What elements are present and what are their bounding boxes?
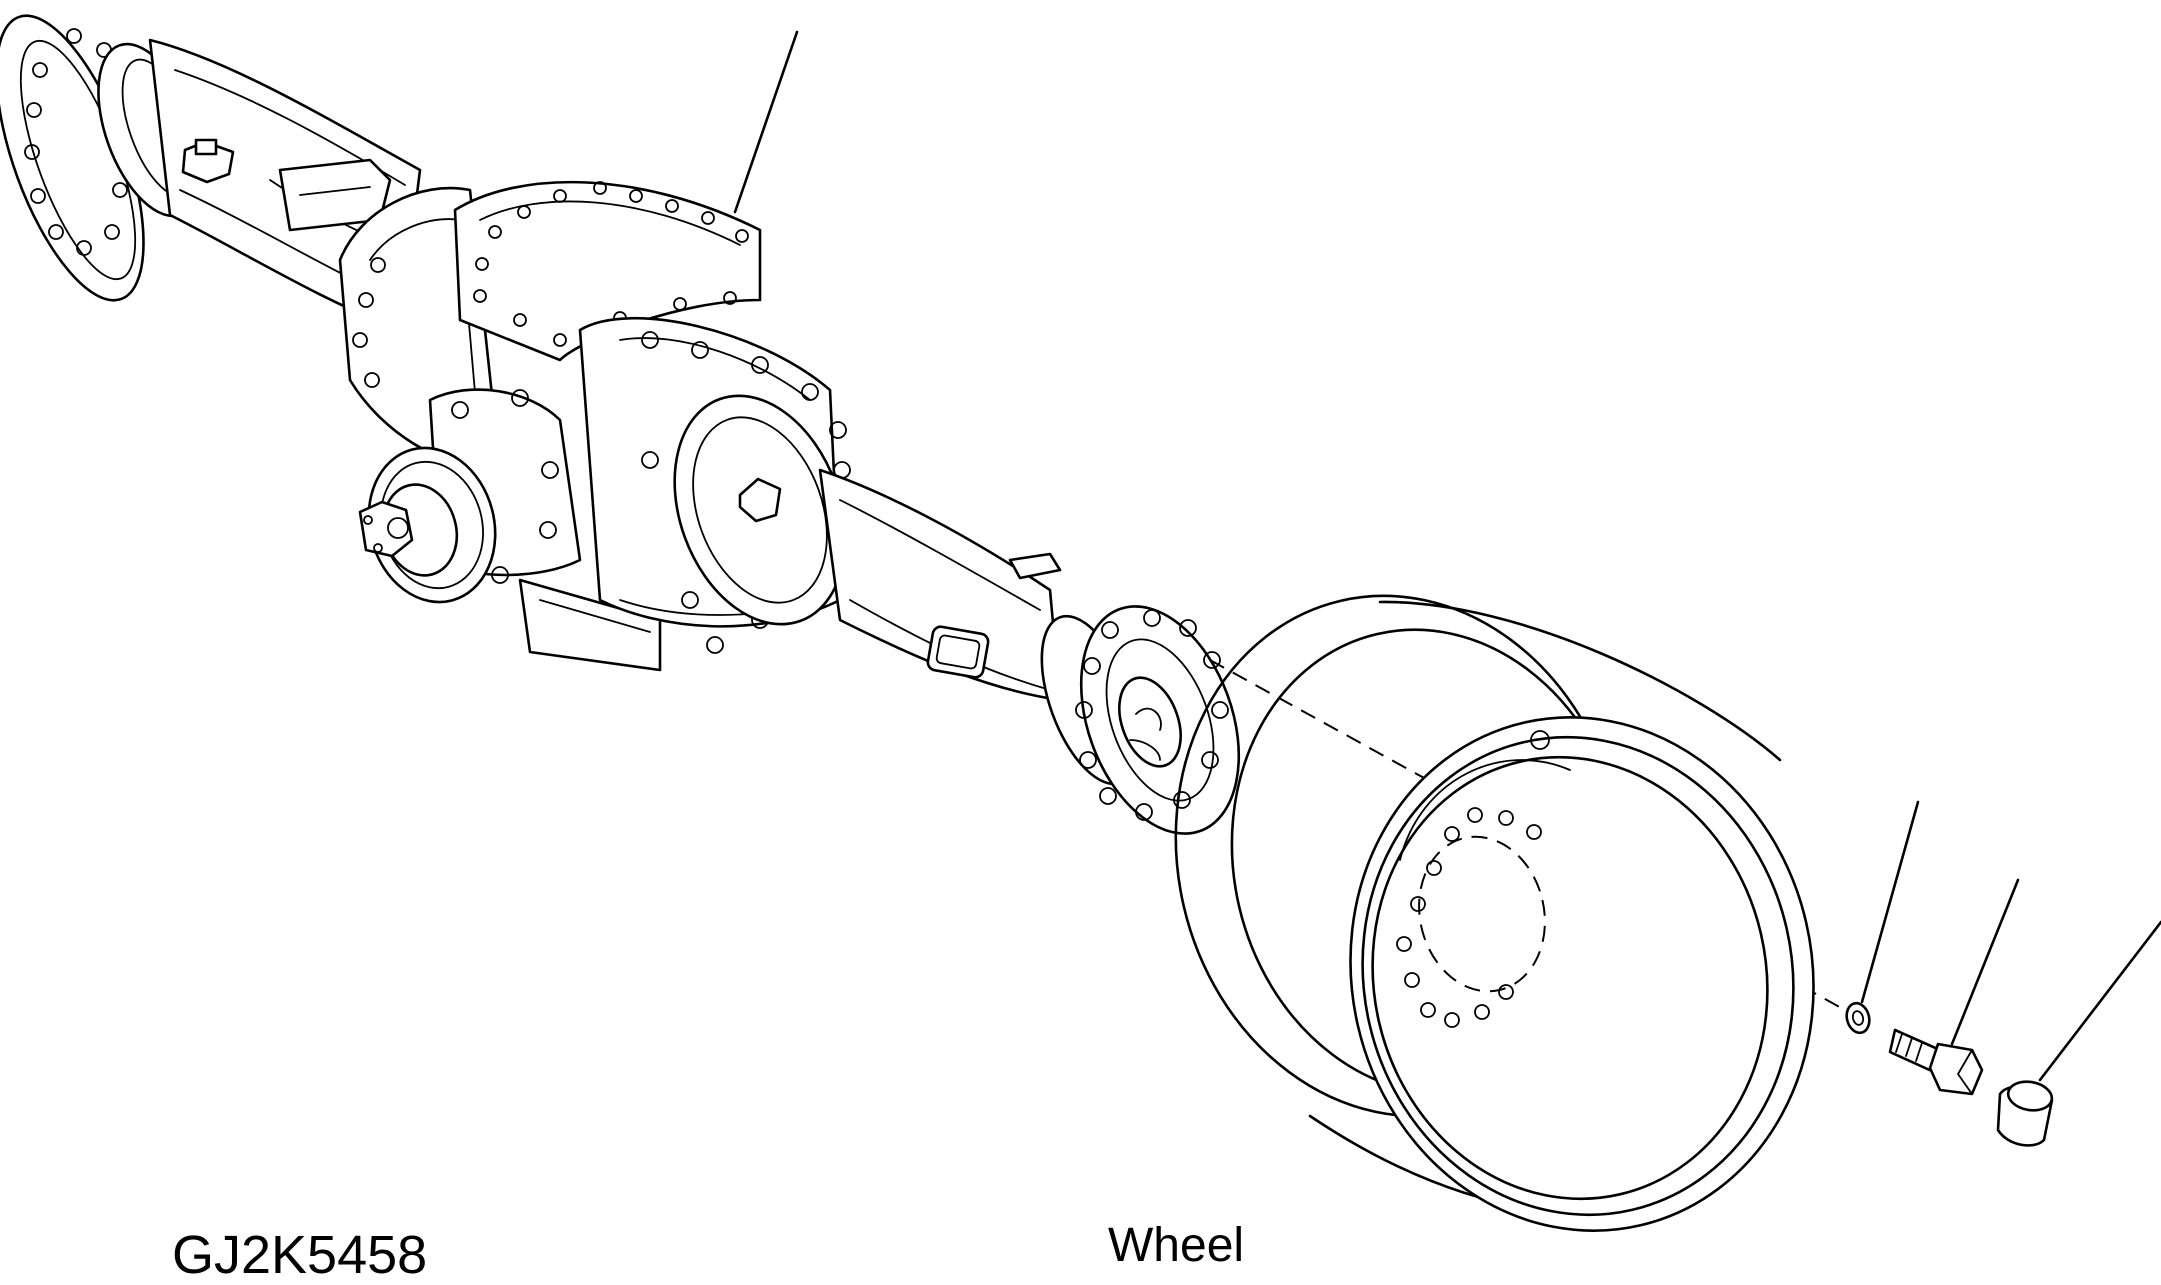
input-yoke bbox=[358, 446, 497, 604]
right-hub-flange bbox=[1040, 605, 1241, 835]
leader-axle bbox=[733, 30, 799, 214]
washer bbox=[1845, 1001, 1871, 1035]
right-housing-section bbox=[578, 317, 851, 654]
drawing-code: GJ2K5458 bbox=[172, 1225, 428, 1285]
bolt-holes bbox=[1396, 807, 1542, 1028]
right-axle-tube bbox=[818, 468, 1062, 702]
cap bbox=[1996, 1080, 2054, 1147]
leader-bolt bbox=[1950, 878, 2020, 1046]
leader-washer bbox=[1860, 800, 1920, 1004]
wheel-rim bbox=[1174, 594, 1815, 1232]
leader-cap bbox=[2038, 920, 2161, 1082]
figure-caption: Wheel bbox=[1108, 1219, 1245, 1272]
wheel-bolt bbox=[1888, 1028, 1984, 1096]
valve-hole bbox=[1530, 730, 1550, 750]
leader-lines bbox=[733, 30, 2161, 1082]
axle-assembly bbox=[0, 14, 1241, 835]
